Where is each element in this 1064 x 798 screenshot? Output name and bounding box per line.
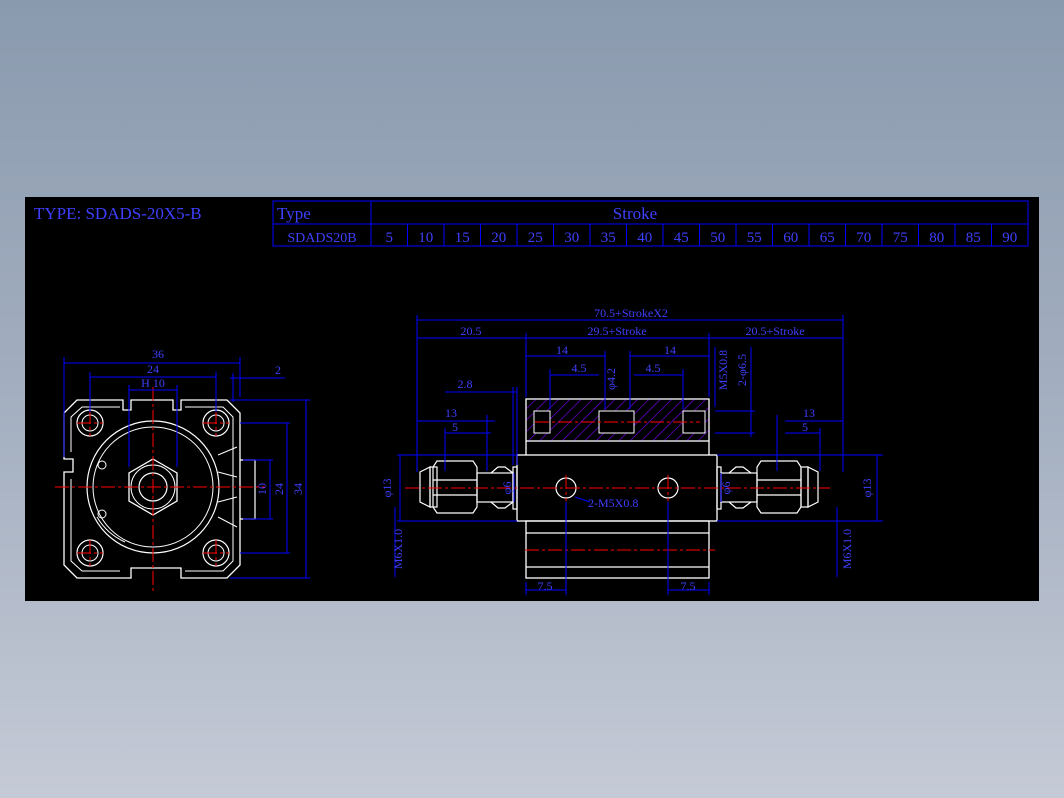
stroke-value-cell: 40 (637, 230, 652, 246)
stroke-value-cell: 30 (564, 230, 579, 246)
dim-24-vertical: 24 (272, 483, 286, 495)
drawing-title: TYPE: SDADS-20X5-B (34, 204, 202, 223)
dim-2: 2 (275, 363, 281, 377)
dim-7-5a: 7.5 (538, 579, 553, 593)
stroke-value-cell: 75 (893, 230, 908, 246)
stroke-value-cell: 50 (710, 230, 725, 246)
dim-left-len: 20.5 (461, 324, 482, 338)
dim-phi6-right: φ6 (719, 482, 733, 495)
stroke-table-cells: 5 10 15 20 25 30 35 40 45 50 55 60 65 70 75 80 85 90 (386, 224, 1017, 246)
stroke-value-cell: 25 (528, 230, 543, 246)
dim-7-5b: 7.5 (681, 579, 696, 593)
dim-phi13-left: φ13 (380, 479, 394, 498)
side-view: 70.5+StrokeX2 20.5 29.5+Stroke 20.5+Stro… (380, 306, 883, 595)
dim-34: 34 (291, 483, 305, 495)
dim-ports: 2-M5X0.8 (588, 496, 638, 510)
stroke-value-cell: 15 (455, 230, 470, 246)
table-stroke-header: Stroke (613, 204, 657, 223)
dim-5-left: 5 (452, 420, 458, 434)
dim-thread-right: M6X1.0 (840, 529, 854, 569)
stroke-value-cell: 20 (491, 230, 506, 246)
dim-phi13-right: φ13 (860, 479, 874, 498)
stroke-value-cell: 10 (418, 230, 433, 246)
stroke-value-cell: 85 (966, 230, 981, 246)
stroke-value-cell: 45 (674, 230, 689, 246)
dim-thread-left: M6X1.0 (391, 529, 405, 569)
dim-13-left: 13 (445, 406, 457, 420)
stroke-value-cell: 70 (856, 230, 871, 246)
dim-5-right: 5 (802, 420, 808, 434)
dim-2-phi6-5: 2-φ6.5 (735, 354, 749, 386)
front-slot (240, 459, 256, 520)
stroke-value-cell: 60 (783, 230, 798, 246)
dim-phi4-2: φ4.2 (604, 368, 618, 390)
front-dimensions (63, 357, 310, 579)
dim-4-5b: 4.5 (646, 361, 661, 375)
stroke-value-cell: 55 (747, 230, 762, 246)
table-model-cell: SDADS20B (287, 231, 356, 246)
stroke-value-cell: 5 (386, 230, 394, 246)
dim-36: 36 (152, 347, 164, 361)
dim-mid-len: 29.5+Stroke (587, 324, 646, 338)
front-body-outline (63, 399, 241, 579)
stroke-value-cell: 65 (820, 230, 835, 246)
dim-24: 24 (147, 362, 159, 376)
dim-h10: H 10 (141, 376, 165, 390)
dim-2-8: 2.8 (458, 377, 473, 391)
stroke-table (272, 200, 1029, 247)
side-dimensions (394, 315, 883, 595)
dim-4-5a: 4.5 (572, 361, 587, 375)
dim-10: 10 (255, 483, 269, 495)
front-inner-step (70, 406, 234, 572)
dim-14b: 14 (664, 343, 676, 357)
front-view: 36 24 H 10 2 10 24 34 (55, 347, 310, 592)
dim-overall: 70.5+StrokeX2 (594, 306, 668, 320)
side-centerlines (405, 421, 830, 551)
stroke-value-cell: 35 (601, 230, 616, 246)
dim-right-len: 20.5+Stroke (745, 324, 804, 338)
dim-phi6-left: φ6 (500, 482, 514, 495)
stroke-value-cell: 80 (929, 230, 944, 246)
table-type-header: Type (277, 204, 311, 223)
front-centerlines (55, 387, 265, 592)
dim-m5: M5X0.8 (716, 350, 730, 390)
dim-14a: 14 (556, 343, 568, 357)
dim-13-right: 13 (803, 406, 815, 420)
stroke-value-cell: 90 (1002, 230, 1017, 246)
